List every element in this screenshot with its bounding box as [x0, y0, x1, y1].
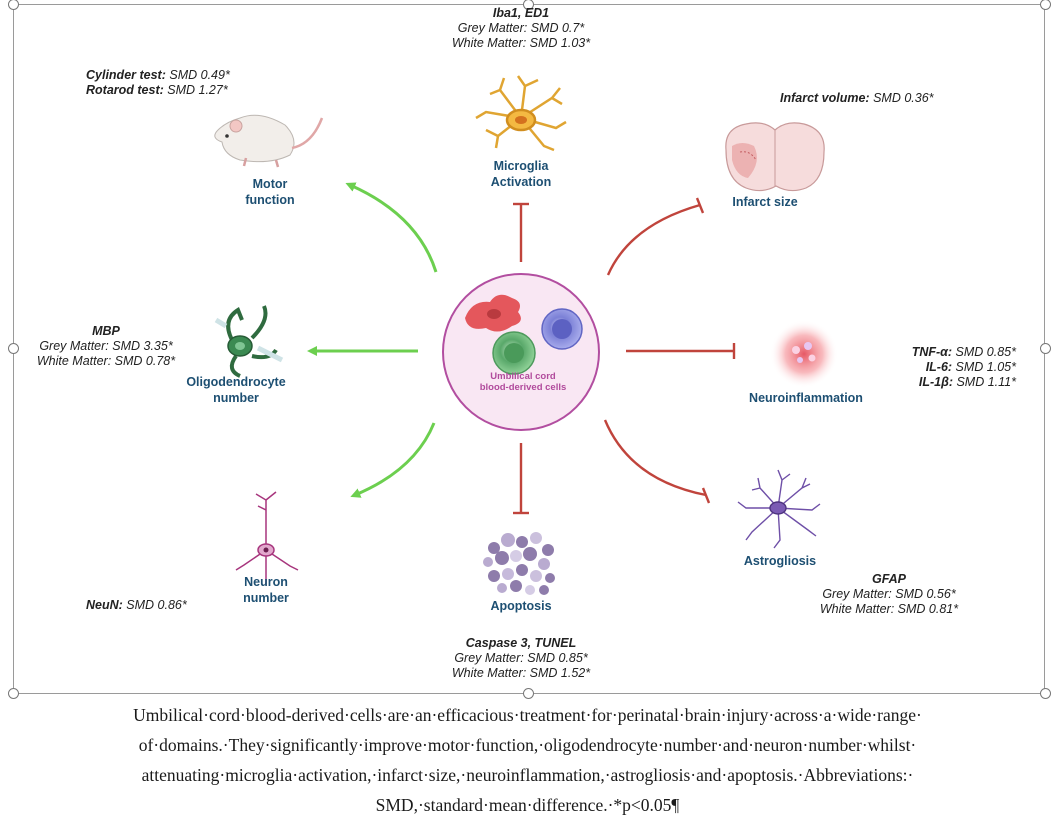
resize-handle-top-left[interactable] — [8, 0, 19, 10]
stat-il1-value: SMD 1.11* — [953, 375, 1016, 389]
label-astrogliosis-text: Astrogliosis — [743, 554, 817, 568]
stat-microglia: Iba1, ED1 Grey Matter: SMD 0.7* White Ma… — [431, 6, 611, 51]
promote-arrows — [307, 182, 438, 498]
oligodendrocyte-icon — [214, 305, 284, 378]
stat-astro-white: White Matter: SMD 0.81* — [819, 602, 959, 616]
center-label-line2: blood-derived cells — [479, 382, 567, 393]
label-oligodendrocyte-number: Oligodendrocyte number — [176, 374, 296, 406]
diagram-graphics — [214, 75, 838, 595]
label-motor-line1: Motor — [252, 177, 288, 191]
stat-rotarod-value: SMD 1.27* — [163, 83, 228, 97]
center-label: Umbilical cord blood-derived cells — [458, 371, 588, 393]
stat-il6-value: SMD 1.05* — [952, 360, 1016, 374]
label-infarct-size: Infarct size — [710, 194, 820, 210]
label-apoptosis-text: Apoptosis — [490, 599, 552, 613]
stat-il6-name: IL-6: — [925, 360, 953, 374]
stat-microglia-grey: Grey Matter: SMD 0.7* — [457, 21, 585, 35]
brain-section-icon — [725, 122, 825, 192]
stat-rotarod-name: Rotarod test: — [86, 83, 164, 97]
inhibit-arrows — [513, 197, 736, 515]
stat-oligo-marker: MBP — [92, 324, 120, 338]
stat-tnf-value: SMD 0.85* — [952, 345, 1016, 359]
stat-neun-value: SMD 0.86* — [122, 598, 187, 612]
rat-icon — [214, 114, 324, 168]
stat-infarct-value: SMD 0.36* — [869, 91, 934, 105]
resize-handle-middle-right[interactable] — [1040, 343, 1051, 354]
resize-handle-top-center[interactable] — [523, 0, 534, 10]
label-neuron-line1: Neuron — [244, 575, 288, 589]
apoptotic-cluster-icon — [483, 532, 555, 595]
stat-microglia-marker: Iba1, ED1 — [492, 6, 550, 20]
stat-apoptosis-grey: Grey Matter: SMD 0.85* — [454, 651, 588, 665]
label-neuroinflammation: Neuroinflammation — [738, 390, 874, 406]
label-neuron-number: Neuron number — [226, 574, 306, 606]
label-apoptosis: Apoptosis — [476, 598, 566, 614]
label-oligo-line1: Oligodendrocyte — [186, 375, 286, 389]
stat-infarct: Infarct volume: SMD 0.36* — [780, 91, 934, 106]
stat-cylinder-value: SMD 0.49* — [165, 68, 230, 82]
stat-neuroinflammation: TNF-α: SMD 0.85* IL-6: SMD 1.05* IL-1β: … — [890, 345, 1016, 390]
caption-line1: Umbilical·cord·blood-derived·cells·are·a… — [133, 705, 922, 725]
stat-neuron: NeuN: SMD 0.86* — [86, 598, 187, 613]
stat-infarct-name: Infarct volume: — [780, 91, 870, 105]
label-oligo-line2: number — [213, 391, 259, 405]
microglia-cell-icon — [475, 75, 567, 152]
center-cells-circle — [442, 273, 600, 431]
label-neuroinflammation-text: Neuroinflammation — [749, 391, 863, 405]
resize-handle-bottom-center[interactable] — [523, 688, 534, 699]
stat-apoptosis-white: White Matter: SMD 1.52* — [451, 666, 591, 680]
label-microglia-line2: Activation — [490, 175, 552, 189]
stat-il1-name: IL-1β: — [918, 375, 953, 389]
stat-oligo-white: White Matter: SMD 0.78* — [36, 354, 176, 368]
caption-line2: of·domains.·They·significantly·improve·m… — [138, 735, 917, 755]
neuron-icon — [235, 491, 299, 585]
resize-handle-bottom-left[interactable] — [8, 688, 19, 699]
resize-handle-middle-left[interactable] — [8, 343, 19, 354]
center-label-line1: Umbilical cord — [490, 371, 556, 382]
arrow-to-motor — [345, 182, 438, 273]
label-microglia-activation: Microglia Activation — [471, 158, 571, 190]
inhibit-astrogliosis — [603, 419, 707, 497]
stat-astrogliosis: GFAP Grey Matter: SMD 0.56* White Matter… — [798, 572, 980, 617]
stat-gfap-marker: GFAP — [871, 572, 907, 586]
label-astrogliosis: Astrogliosis — [730, 553, 830, 569]
stat-oligo: MBP Grey Matter: SMD 3.35* White Matter:… — [16, 324, 196, 369]
inhibit-infarct — [606, 203, 701, 276]
figure-caption[interactable]: Umbilical·cord·blood-derived·cells·are·a… — [0, 700, 1055, 820]
stat-cylinder-name: Cylinder test: — [86, 68, 166, 82]
label-infarct-text: Infarct size — [732, 195, 798, 209]
stat-oligo-grey: Grey Matter: SMD 3.35* — [39, 339, 173, 353]
stat-apoptosis-marker: Caspase 3, TUNEL — [465, 636, 577, 650]
stat-astro-grey: Grey Matter: SMD 0.56* — [822, 587, 956, 601]
label-motor-function: Motor function — [220, 176, 320, 208]
label-microglia-line1: Microglia — [493, 159, 549, 173]
label-neuron-line2: number — [243, 591, 289, 605]
arrow-to-neuron — [350, 422, 436, 498]
stat-apoptosis: Caspase 3, TUNEL Grey Matter: SMD 0.85* … — [431, 636, 611, 681]
stat-neun-name: NeuN: — [86, 598, 123, 612]
inflammation-glow-icon — [770, 320, 838, 388]
caption-line3: attenuating·microglia·activation,·infarc… — [141, 765, 914, 785]
stat-motor: Cylinder test: SMD 0.49* Rotarod test: S… — [86, 68, 230, 98]
astrocyte-icon — [737, 469, 821, 549]
stat-tnf-name: TNF-α: — [911, 345, 953, 359]
resize-handle-bottom-right[interactable] — [1040, 688, 1051, 699]
caption-line4: SMD,·standard·mean·difference.·*p<0.05¶ — [375, 795, 680, 815]
label-motor-line2: function — [245, 193, 295, 207]
resize-handle-top-right[interactable] — [1040, 0, 1051, 10]
stat-microglia-white: White Matter: SMD 1.03* — [451, 36, 591, 50]
